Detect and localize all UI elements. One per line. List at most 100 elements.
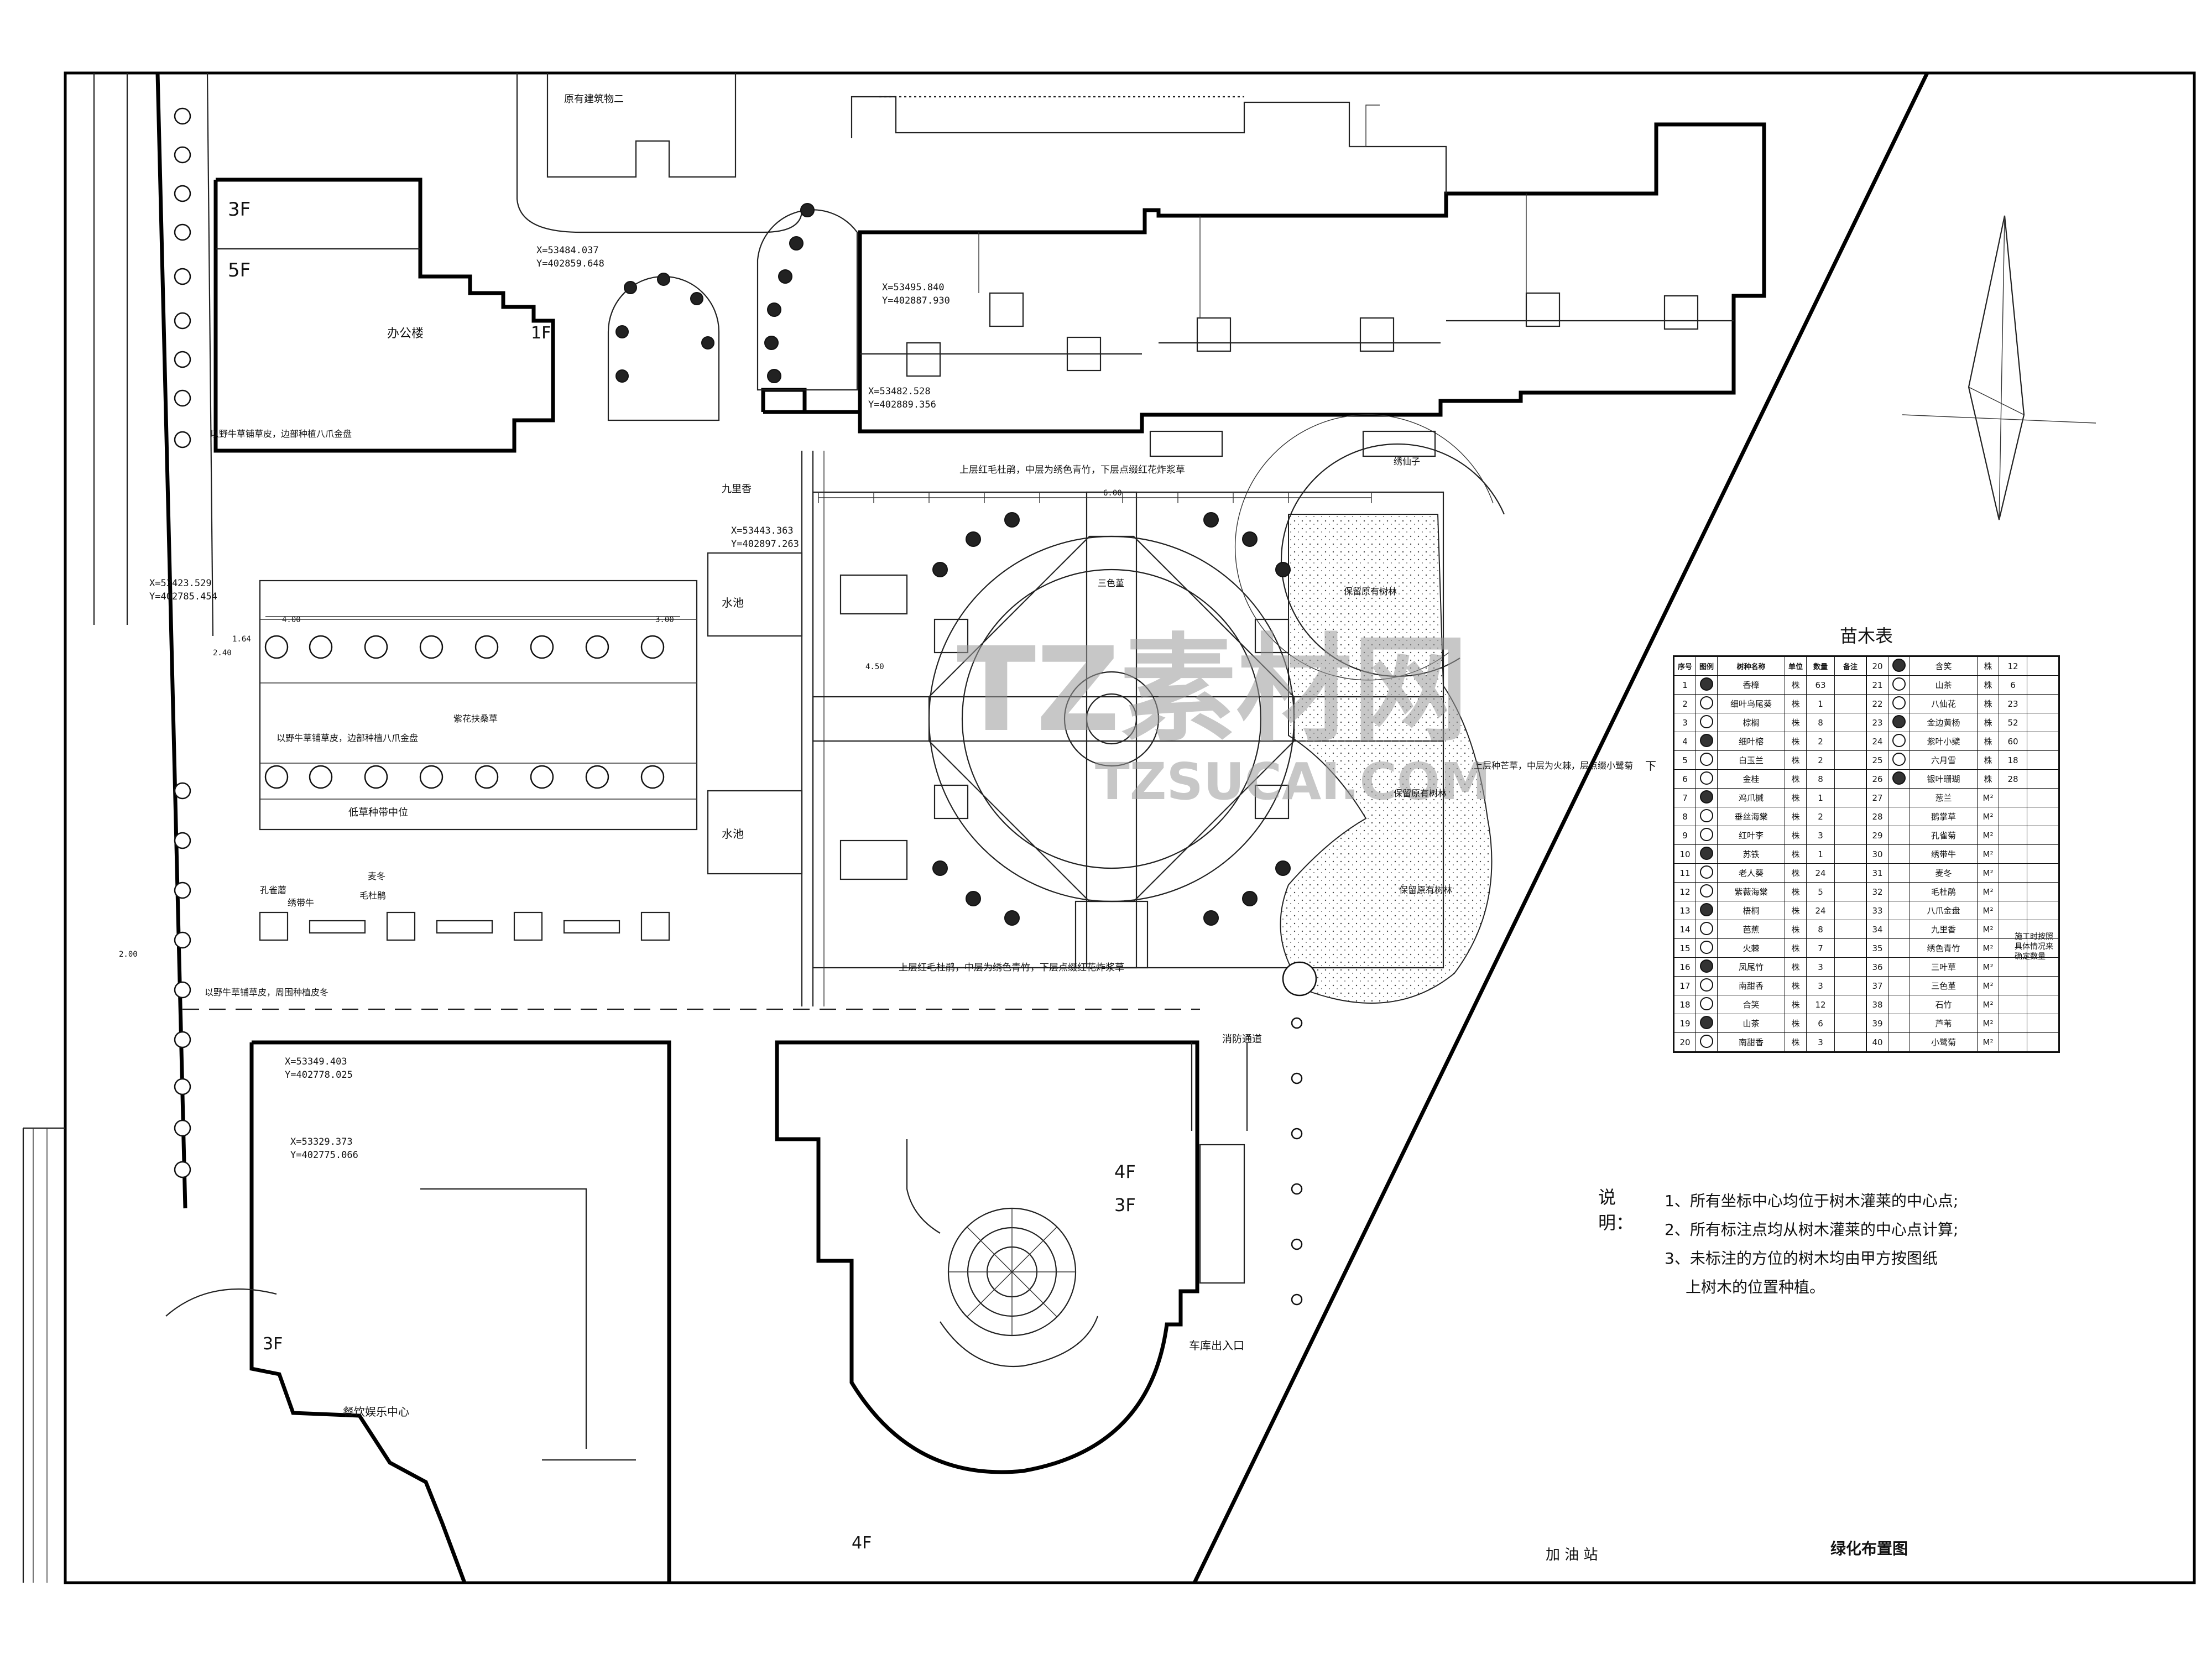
species-cell: 红叶李 bbox=[1717, 826, 1785, 845]
remark-cell bbox=[1834, 995, 1866, 1014]
plaza-dimension-north bbox=[818, 492, 1372, 503]
qty-cell bbox=[1999, 995, 2027, 1014]
plant-symbol-icon bbox=[1888, 788, 1910, 807]
index-cell: 35 bbox=[1866, 938, 1888, 958]
remark-cell bbox=[1834, 694, 1866, 713]
office-floors-c: 1F bbox=[531, 324, 551, 343]
tree-symbol-icon bbox=[1700, 997, 1713, 1010]
remark-cell bbox=[1834, 788, 1866, 807]
remark-cell bbox=[1834, 750, 1866, 770]
species-cell: 八爪金盘 bbox=[1910, 901, 1978, 920]
plant-symbol-icon bbox=[1695, 938, 1718, 958]
index-cell: 36 bbox=[1866, 957, 1888, 977]
plant-symbol-icon bbox=[1888, 882, 1910, 901]
remark-cell bbox=[2027, 675, 2059, 695]
plant-symbol-icon bbox=[1695, 732, 1718, 751]
index-cell: 18 bbox=[1674, 995, 1696, 1014]
index-cell: 20 bbox=[1866, 656, 1888, 676]
plant-symbol-icon bbox=[1695, 675, 1718, 695]
index-cell: 5 bbox=[1674, 750, 1696, 770]
qty-cell bbox=[1999, 807, 2027, 826]
unit-cell: 株 bbox=[1785, 826, 1807, 845]
unit-cell: 株 bbox=[1785, 957, 1807, 977]
plant-symbol-icon bbox=[1888, 1032, 1910, 1052]
plant-symbol-icon bbox=[1888, 732, 1910, 751]
species-cell: 香樟 bbox=[1717, 675, 1785, 695]
unit-cell: M² bbox=[1977, 863, 1999, 883]
qty-cell: 6 bbox=[1806, 1014, 1835, 1033]
coord-3-y: Y=402889.356 bbox=[868, 399, 936, 410]
coord-6-y: Y=402778.025 bbox=[285, 1070, 353, 1081]
dim-spacing-c: 6.00 bbox=[1103, 489, 1122, 498]
qty-cell: 3 bbox=[1806, 976, 1835, 995]
species-cell: 鸡爪槭 bbox=[1717, 788, 1785, 807]
tree-symbol-icon bbox=[1892, 733, 1906, 747]
sancha-label: 三色堇 bbox=[1098, 578, 1124, 588]
tree-symbol-icon bbox=[1892, 658, 1906, 672]
qty-cell bbox=[1999, 826, 2027, 845]
tree-symbol-icon bbox=[1700, 827, 1713, 841]
unit-cell: 株 bbox=[1977, 769, 1999, 789]
north-arch-beds bbox=[607, 209, 858, 421]
unit-cell: 株 bbox=[1977, 675, 1999, 695]
legend-d-label: 毛杜鹃 bbox=[359, 890, 386, 901]
note-top-hedge: 上层红毛杜鹃，中层为绣色青竹，下层点缀红花炸浆草 bbox=[959, 465, 1185, 476]
qty-cell bbox=[1999, 844, 2027, 864]
unit-cell: M² bbox=[1977, 844, 1999, 864]
remark-cell bbox=[2027, 1014, 2059, 1033]
unit-cell: 株 bbox=[1785, 732, 1807, 751]
species-cell: 麦冬 bbox=[1910, 863, 1978, 883]
plant-symbol-icon bbox=[1695, 750, 1718, 770]
index-cell: 24 bbox=[1866, 732, 1888, 751]
plan-labels: 办公楼 3F 5F 1F 原有建筑物二 餐饮娱乐中心 3F 4F 3F 4F 加… bbox=[205, 93, 1908, 1563]
dim-small-a: 2.00 bbox=[119, 950, 138, 959]
index-cell: 32 bbox=[1866, 882, 1888, 901]
tree-symbol-icon bbox=[1700, 677, 1713, 691]
unit-cell: 株 bbox=[1977, 713, 1999, 732]
index-cell: 13 bbox=[1674, 901, 1696, 920]
index-cell: 7 bbox=[1674, 788, 1696, 807]
species-cell: 火棘 bbox=[1717, 938, 1785, 958]
qty-cell bbox=[1999, 901, 2027, 920]
unit-cell: 株 bbox=[1785, 713, 1807, 732]
coord-3-x: X=53482.528 bbox=[868, 386, 931, 397]
plant-symbol-icon bbox=[1695, 769, 1718, 789]
down-label: 下 bbox=[1645, 759, 1656, 773]
species-cell: 芦苇 bbox=[1910, 1014, 1978, 1033]
north-residential bbox=[761, 96, 1766, 434]
coord-2-y: Y=402887.930 bbox=[882, 295, 950, 306]
qty-cell: 28 bbox=[1999, 769, 2027, 789]
unit-cell: 株 bbox=[1977, 750, 1999, 770]
species-cell: 白玉兰 bbox=[1717, 750, 1785, 770]
unit-cell: M² bbox=[1977, 882, 1999, 901]
tree-symbol-icon bbox=[1892, 677, 1906, 691]
note-west-lawn: 以野牛草铺草皮，边部种植八爪金盘 bbox=[210, 429, 352, 439]
tree-symbol-icon bbox=[1700, 902, 1713, 916]
tree-symbol-icon bbox=[1700, 865, 1713, 879]
plant-symbol-icon bbox=[1695, 826, 1718, 845]
qty-cell: 8 bbox=[1806, 713, 1835, 732]
unit-cell: M² bbox=[1977, 1014, 1999, 1033]
remark-cell bbox=[2027, 694, 2059, 713]
index-cell: 30 bbox=[1866, 844, 1888, 864]
south-3f-label: 3F bbox=[1114, 1194, 1136, 1215]
qty-cell bbox=[1999, 863, 2027, 883]
watermark: TZ素材网 TZSUCAI.COM bbox=[957, 622, 1491, 811]
legend-b-label: 绣带牛 bbox=[288, 898, 314, 908]
office-label: 办公楼 bbox=[387, 327, 424, 341]
unit-cell: M² bbox=[1977, 1032, 1999, 1052]
coord-4-y: Y=402897.263 bbox=[731, 539, 799, 550]
